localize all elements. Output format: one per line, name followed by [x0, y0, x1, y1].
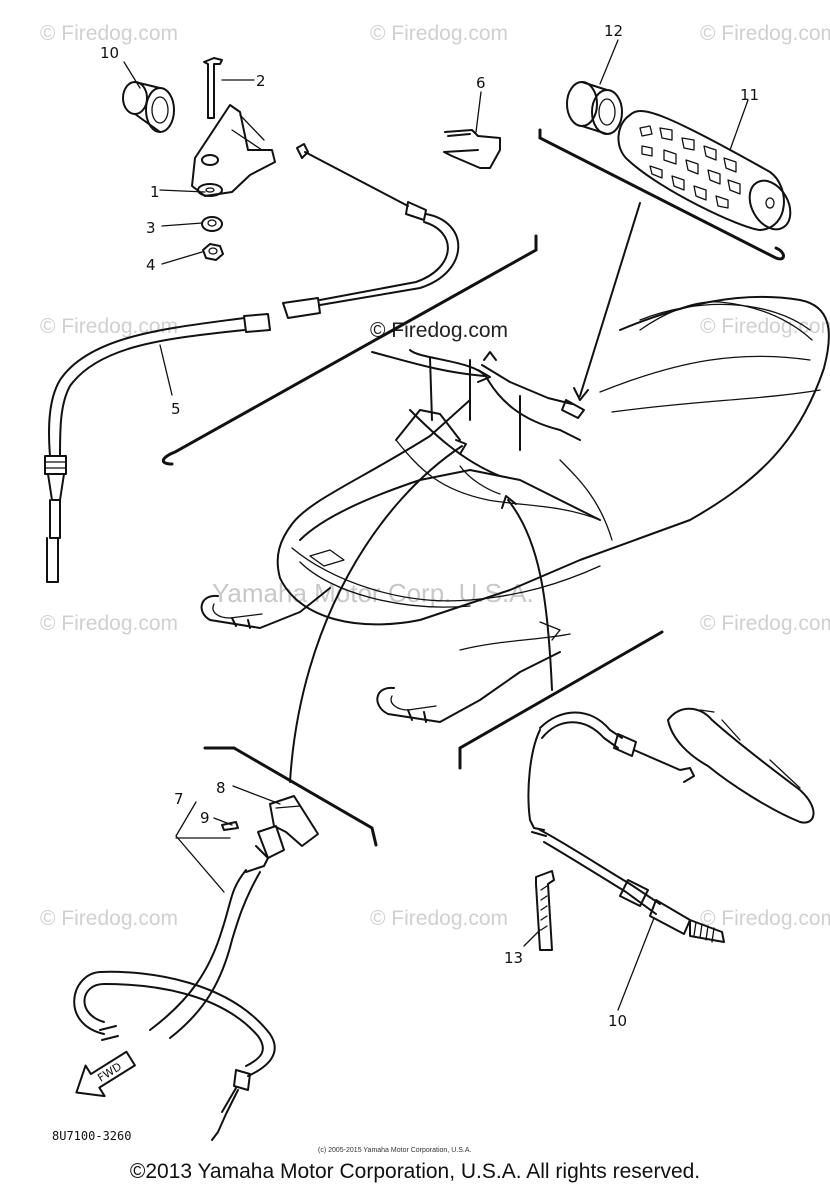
callout-12: 12: [604, 22, 623, 40]
bracket-part-1: [191, 104, 276, 197]
callout-1: 1: [150, 183, 160, 201]
callout-8: 8: [216, 779, 226, 797]
watermark: © Firedog.com: [700, 22, 830, 45]
watermark: © Firedog.com: [370, 907, 508, 930]
callout-9: 9: [200, 809, 210, 827]
callout-leaders: [123, 39, 749, 1011]
callout-10: 10: [100, 44, 119, 62]
brake-cable-part-10: [527, 707, 815, 943]
diagram-code: 8U7100-3260: [52, 1129, 131, 1143]
watermarks: © Firedog.com © Firedog.com © Firedog.co…: [40, 22, 830, 930]
watermark: © Firedog.com: [700, 907, 830, 930]
ring-part-10: [122, 81, 175, 133]
watermark: © Firedog.com: [370, 22, 508, 45]
watermark: © Firedog.com: [40, 907, 178, 930]
clip-part-6: [443, 129, 501, 169]
bracket-switch-group: [203, 746, 378, 847]
watermark: © Firedog.com: [700, 315, 830, 338]
callout-6: 6: [476, 74, 486, 92]
callout-10-brake: 10: [608, 1012, 627, 1030]
grip-ring-part-12: [566, 81, 623, 135]
washer-part-3: [201, 216, 223, 232]
callout-2: 2: [256, 72, 266, 90]
handle-grip-part-11: [617, 109, 792, 231]
stop-switch-assembly: [73, 795, 319, 1141]
nut-part-4: [202, 243, 224, 261]
snowmobile-sled: [200, 295, 830, 723]
callout-11: 11: [740, 86, 759, 104]
bracket-brake-group: [458, 630, 664, 770]
tag-part-13: [535, 870, 555, 951]
watermark: © Firedog.com: [700, 612, 830, 635]
callout-13: 13: [504, 949, 523, 967]
footer-copyright: ©2013 Yamaha Motor Corporation, U.S.A. A…: [129, 1160, 701, 1183]
fwd-arrow-icon: FWD: [75, 1050, 136, 1098]
callout-4: 4: [146, 256, 156, 274]
callout-3: 3: [146, 219, 156, 237]
watermark: © Firedog.com: [40, 315, 178, 338]
callout-5: 5: [171, 400, 181, 418]
watermark: © Firedog.com: [40, 22, 178, 45]
pin-part-2: [203, 57, 223, 119]
group-brackets: [161, 128, 785, 847]
callout-7: 7: [174, 790, 184, 808]
watermark: © Firedog.com: [40, 612, 178, 635]
callouts: 10 2 1 3 4 5 6 12 11 7 8 9 13 10: [100, 22, 759, 1030]
bracket-grip-group: [538, 128, 785, 261]
top-left-parts: [122, 57, 276, 261]
small-copyright: (c) 2005-2015 Yamaha Motor Corporation, …: [318, 1147, 471, 1154]
watermark-ymc: Yamaha Motor Corp. U.S.A.: [212, 578, 534, 608]
throttle-cable-part-5: [44, 143, 460, 583]
bracket-throttle-group: [161, 234, 538, 466]
